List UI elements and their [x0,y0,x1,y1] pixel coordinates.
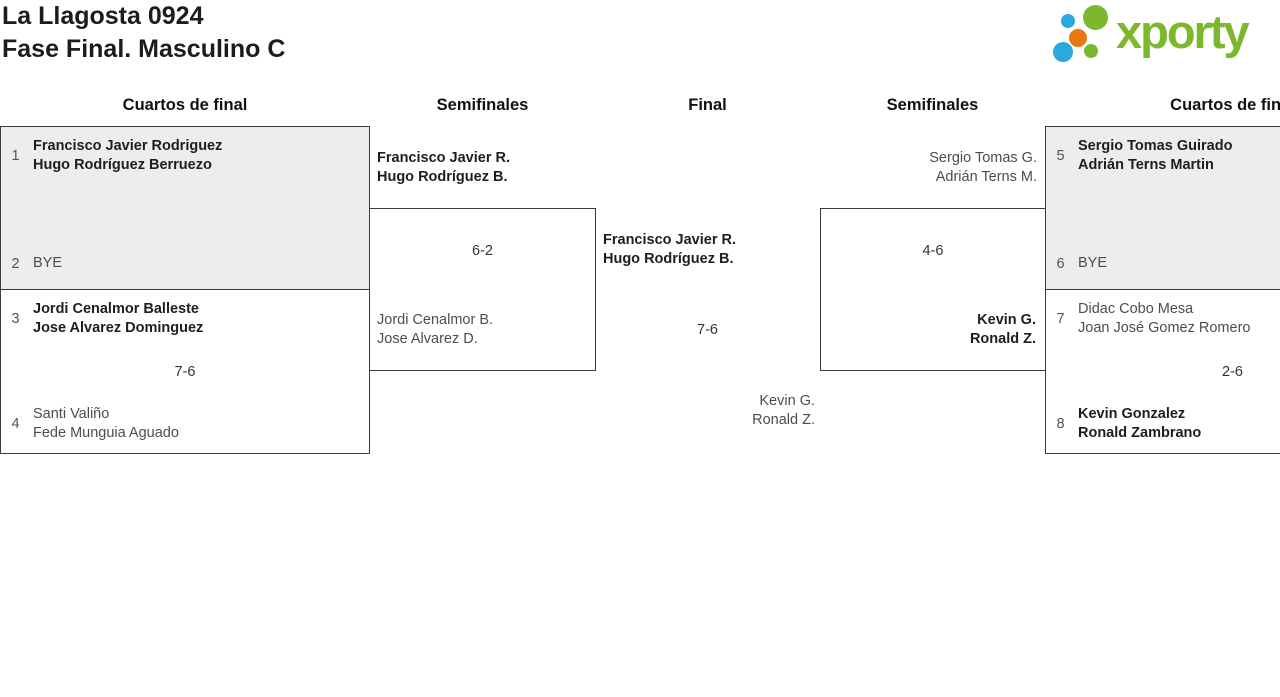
logo-dot-green-large-icon [1083,5,1108,30]
final-loser: Kevin G. Ronald Z. [595,392,815,430]
bye-label: BYE [1078,255,1108,271]
player-name: Hugo Rodríguez Berruezo [33,157,212,173]
seed-number: 3 [11,311,20,327]
team-names-bye: BYE [1078,254,1107,273]
team-row: 1 Francisco Javier Rodriguez Hugo Rodríg… [8,137,361,175]
player-name: Hugo Rodríguez B. [377,169,508,185]
sf-left-winner: Francisco Javier R. Hugo Rodríguez B. [377,149,510,187]
final-score: 7-6 [697,322,718,338]
player-name: Francisco Javier Rodriguez [33,138,223,154]
seed-number: 2 [11,255,20,272]
seed-number: 7 [1056,311,1065,327]
seed-number: 6 [1056,255,1065,272]
player-name: Jose Alvarez D. [377,331,478,347]
match-score: 7-6 [174,363,196,380]
xporty-logo[interactable]: xporty [1048,0,1280,72]
match-score: 6-2 [472,243,493,259]
player-name: Ronald Z. [752,412,815,428]
player-name: Jordi Cenalmor Balleste [33,301,199,317]
match-sf-left[interactable]: 6-2 Jordi Cenalmor B. Jose Alvarez D. [370,208,596,371]
player-name: Santi Valiño [33,406,110,422]
team-names-winner: Jordi Cenalmor Balleste Jose Alvarez Dom… [33,300,203,338]
player-name: Sergio Tomas G. [929,150,1037,166]
team-names-winner: Francisco Javier Rodriguez Hugo Rodrígue… [33,137,222,175]
seed-number: 5 [1056,148,1065,164]
team-row: 2 BYE [8,254,361,273]
player-name: Fede Munguia Aguado [33,425,179,441]
player-name: Kevin G. [977,312,1036,328]
round-header-semis-right: Semifinales [886,96,979,114]
title-line-1: La Llagosta 0924 [2,2,204,30]
match-sf-right[interactable]: 4-6 Kevin G. Ronald Z. [820,208,1045,371]
logo-dot-blue-small-icon [1061,14,1075,28]
team-row: 3 Jordi Cenalmor Balleste Jose Alvarez D… [8,300,361,338]
team-row: 5 Sergio Tomas Guirado Adrián Terns Mart… [1053,137,1280,175]
final-winner: Francisco Javier R. Hugo Rodríguez B. [603,231,736,269]
match-score: 2-6 [1222,363,1243,380]
round-header-quarters-left: Cuartos de final [122,96,248,114]
player-name: Jose Alvarez Dominguez [33,320,204,336]
seed-number: 4 [11,416,20,432]
title-line-2: Fase Final. Masculino C [2,35,286,63]
match-qf-left-1[interactable]: 1 Francisco Javier Rodriguez Hugo Rodríg… [0,126,370,290]
player-name: Kevin Gonzalez [1078,406,1186,422]
player-name: Jordi Cenalmor B. [377,312,494,328]
logo-dot-blue-large-icon [1053,42,1073,62]
team-row: 8 Kevin Gonzalez Ronald Zambrano [1053,405,1280,443]
team-names-bye: BYE [33,254,62,273]
team-names-loser: Santi Valiño Fede Munguia Aguado [33,405,179,443]
bye-label: BYE [33,255,63,271]
player-name: Adrián Terns M. [935,169,1037,185]
round-header-quarters-right: Cuartos de final [1170,96,1280,114]
match-qf-right-1[interactable]: 5 Sergio Tomas Guirado Adrián Terns Mart… [1045,126,1280,290]
player-name: Hugo Rodríguez B. [603,251,734,267]
player-name: Ronald Zambrano [1078,425,1202,441]
team-row: 7 Didac Cobo Mesa Joan José Gomez Romero [1053,300,1280,338]
match-qf-right-2[interactable]: 7 Didac Cobo Mesa Joan José Gomez Romero… [1045,290,1280,454]
logo-wordmark: xporty [1116,5,1250,58]
player-name: Adrián Terns Martin [1078,157,1214,173]
player-name: Francisco Javier R. [603,232,736,248]
player-name: Ronald Z. [969,331,1036,347]
page-title: La Llagosta 0924 Fase Final. Masculino C [2,0,285,66]
seed-number: 8 [1056,416,1065,432]
match-score: 4-6 [922,243,944,259]
team-row: 6 BYE [1053,254,1280,273]
player-name: Francisco Javier R. [377,150,510,166]
logo-dot-orange-icon [1069,29,1087,47]
team-names-winner: Sergio Tomas Guirado Adrián Terns Martin [1078,137,1232,175]
match-qf-left-2[interactable]: 3 Jordi Cenalmor Balleste Jose Alvarez D… [0,290,370,454]
player-name: Joan José Gomez Romero [1078,320,1251,336]
team-row: 4 Santi Valiño Fede Munguia Aguado [8,405,361,443]
team-names-loser: Didac Cobo Mesa Joan José Gomez Romero [1078,300,1250,338]
player-name: Sergio Tomas Guirado [1078,138,1233,154]
round-header-final: Final [688,96,727,114]
round-header-semis-left: Semifinales [436,96,529,114]
sf-right-winner: Kevin G. Ronald Z. [970,311,1036,349]
player-name: Didac Cobo Mesa [1078,301,1194,317]
player-name: Kevin G. [759,393,815,409]
sf-left-loser: Jordi Cenalmor B. Jose Alvarez D. [377,311,493,349]
seed-number: 1 [11,148,20,164]
team-names-winner: Kevin Gonzalez Ronald Zambrano [1078,405,1201,443]
logo-dot-green-small-icon [1084,44,1098,58]
sf-right-loser: Sergio Tomas G. Adrián Terns M. [825,149,1037,187]
